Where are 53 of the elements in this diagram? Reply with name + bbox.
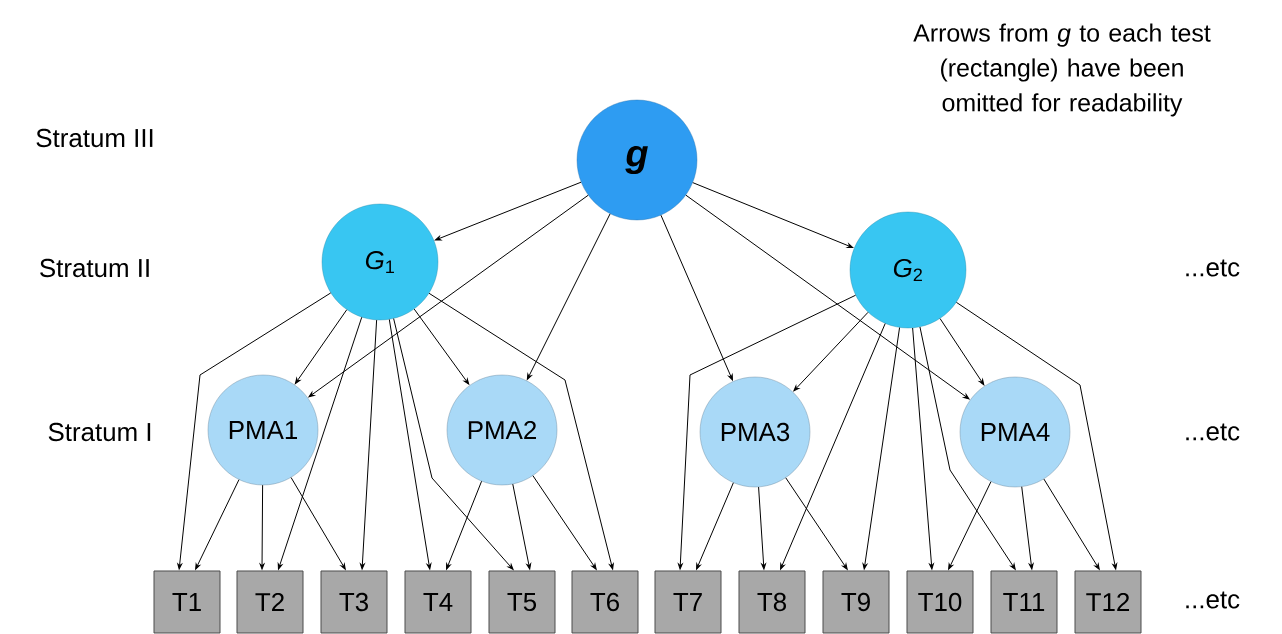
arrow bbox=[308, 194, 589, 398]
arrow bbox=[862, 327, 901, 570]
test-box: T10 bbox=[906, 570, 974, 634]
arrow bbox=[512, 483, 532, 570]
etc-label: ...etc bbox=[1186, 591, 1240, 609]
arrow bbox=[939, 318, 985, 386]
arrow bbox=[532, 475, 597, 570]
arrow bbox=[428, 292, 614, 570]
arrow bbox=[955, 301, 1118, 570]
arrow bbox=[758, 486, 766, 570]
test-box: T11 bbox=[990, 570, 1058, 634]
arrow bbox=[793, 311, 869, 392]
arrow bbox=[446, 480, 483, 570]
arrow bbox=[294, 309, 348, 385]
arrow bbox=[660, 214, 733, 381]
note-text: Arrows from g to each test (rectangle) have been omitted for readability bbox=[913, 23, 1211, 117]
arrow bbox=[277, 316, 363, 570]
test-box: T9 bbox=[822, 570, 890, 634]
test-box: T8 bbox=[738, 570, 806, 634]
arrow bbox=[780, 323, 886, 570]
stratum-label: Stratum II bbox=[40, 258, 149, 278]
arrow bbox=[388, 318, 432, 570]
arrow bbox=[434, 181, 582, 241]
test-box: T1 bbox=[153, 570, 221, 634]
etc-label: ...etc bbox=[1186, 259, 1240, 277]
arrow bbox=[177, 292, 332, 570]
etc-label: ...etc bbox=[1186, 423, 1240, 441]
arrow bbox=[259, 484, 265, 570]
arrow bbox=[692, 182, 854, 249]
test-box: T2 bbox=[236, 570, 304, 634]
arrow bbox=[785, 477, 848, 570]
arrow bbox=[360, 319, 378, 570]
test-box: T4 bbox=[404, 570, 472, 634]
arrow bbox=[948, 481, 992, 570]
arrow bbox=[912, 327, 934, 570]
test-box: T3 bbox=[320, 570, 388, 634]
test-box: T7 bbox=[654, 570, 722, 634]
stratum-label: Stratum III bbox=[36, 128, 153, 148]
arrow bbox=[919, 326, 1016, 570]
arrow bbox=[393, 318, 514, 570]
arrow bbox=[677, 294, 857, 570]
arrow bbox=[1021, 486, 1034, 570]
test-box: T6 bbox=[571, 570, 639, 634]
arrow bbox=[696, 482, 734, 570]
test-box: T5 bbox=[488, 570, 556, 634]
test-box: T12 bbox=[1074, 570, 1142, 634]
arrow bbox=[195, 479, 240, 570]
arrow bbox=[526, 213, 611, 380]
arrow bbox=[290, 477, 346, 570]
arrow bbox=[413, 308, 470, 385]
arrow bbox=[1043, 478, 1100, 570]
arrow bbox=[685, 194, 970, 400]
stratum-label: Stratum I bbox=[48, 422, 151, 442]
